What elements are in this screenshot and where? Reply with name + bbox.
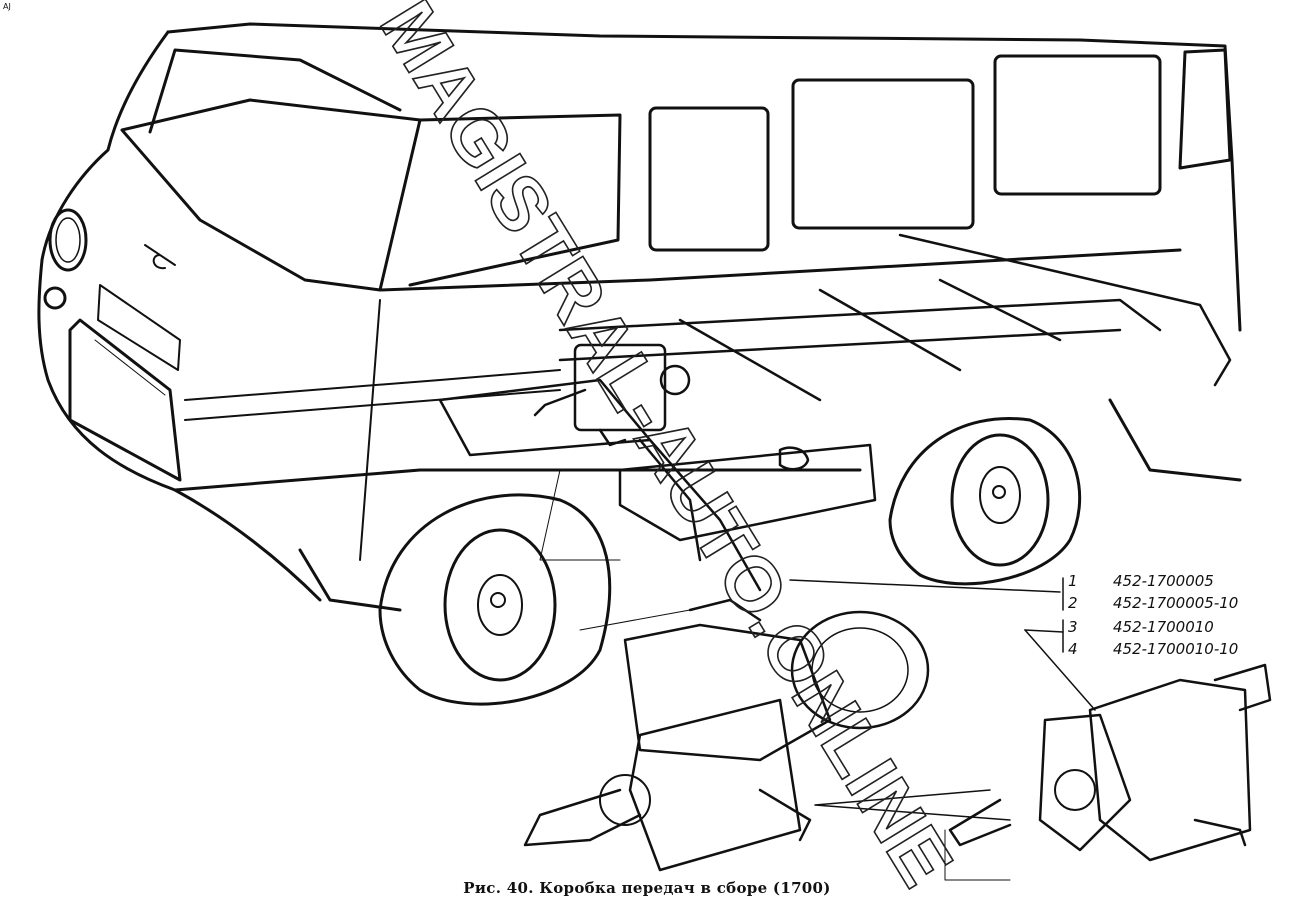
legend-number: 1 <box>1068 572 1078 590</box>
front-wheel <box>378 493 612 706</box>
legend-part-number: 452-1700010-10 <box>1113 640 1239 658</box>
rear-wheel <box>888 398 1242 586</box>
legend-number: 3 <box>1068 618 1078 636</box>
chassis-frame <box>438 233 1232 542</box>
page-mark: AJ <box>3 2 11 11</box>
van-body <box>37 22 1242 612</box>
figure-caption: Рис. 40. Коробка передач в сборе (1700) <box>463 879 831 897</box>
legend-part-number: 452-1700010 <box>1113 618 1214 636</box>
legend-number: 2 <box>1068 594 1078 612</box>
legend-part-number: 452-1700005 <box>1113 572 1214 590</box>
legend-part-number: 452-1700005-10 <box>1113 594 1239 612</box>
leader-lines <box>539 469 1096 881</box>
legend-number: 4 <box>1068 640 1078 658</box>
gearbox-detail-left <box>523 598 930 872</box>
installed-gearbox <box>533 343 762 592</box>
gearbox-detail-right <box>948 663 1272 862</box>
